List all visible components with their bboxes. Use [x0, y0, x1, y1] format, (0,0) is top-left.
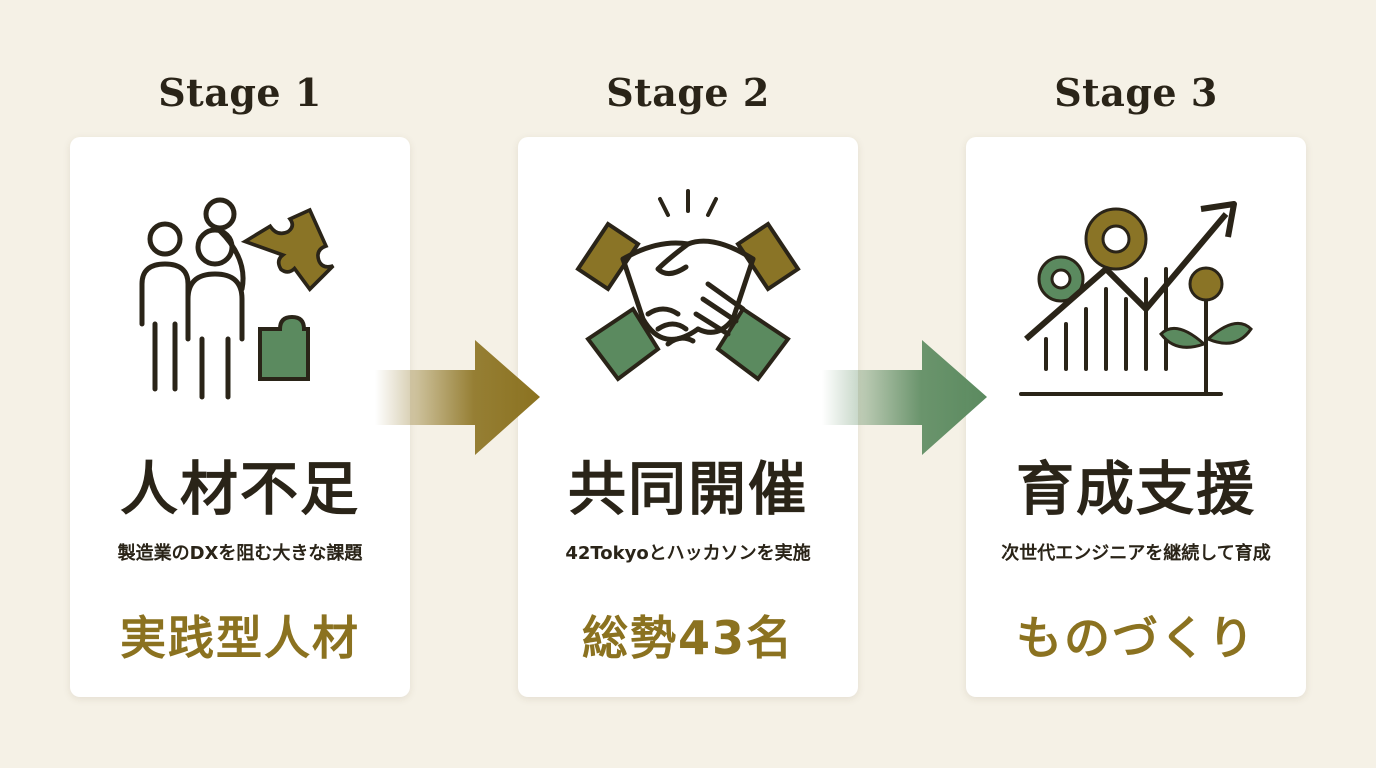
stage-1-card: 人材不足 製造業のDXを阻む大きな課題 実践型人材	[70, 137, 410, 697]
stage-2-subtitle: 42Tokyoとハッカソンを実施	[565, 543, 811, 564]
stage-1-subtitle: 製造業のDXを阻む大きな課題	[117, 543, 363, 564]
arrow-right-icon	[375, 340, 540, 455]
growth-chart-icon	[1019, 201, 1253, 396]
stage-3-subtitle: 次世代エンジニアを継続して育成	[1001, 543, 1271, 564]
people-puzzle-icon	[139, 197, 335, 400]
stage-2-headline: 共同開催	[567, 455, 808, 523]
stage-2-card: 共同開催 42Tokyoとハッカソンを実施 総勢43名	[518, 137, 858, 697]
arrow-right-icon	[822, 340, 987, 455]
stage-3-headline: 育成支援	[1015, 455, 1256, 523]
stage-2-title: Stage 2	[606, 70, 770, 115]
stage-3-card: 育成支援 次世代エンジニアを継続して育成 ものづくり	[966, 137, 1306, 697]
stage-1-highlight: 実践型人材	[120, 611, 360, 665]
stage-1-title: Stage 1	[158, 70, 322, 115]
stage-3-title: Stage 3	[1054, 70, 1218, 115]
stage-3-highlight: ものづくり	[1016, 611, 1256, 665]
stage-1-headline: 人材不足	[119, 455, 360, 523]
stage-2-highlight: 総勢43名	[581, 611, 794, 665]
handshake-icon	[575, 189, 801, 382]
